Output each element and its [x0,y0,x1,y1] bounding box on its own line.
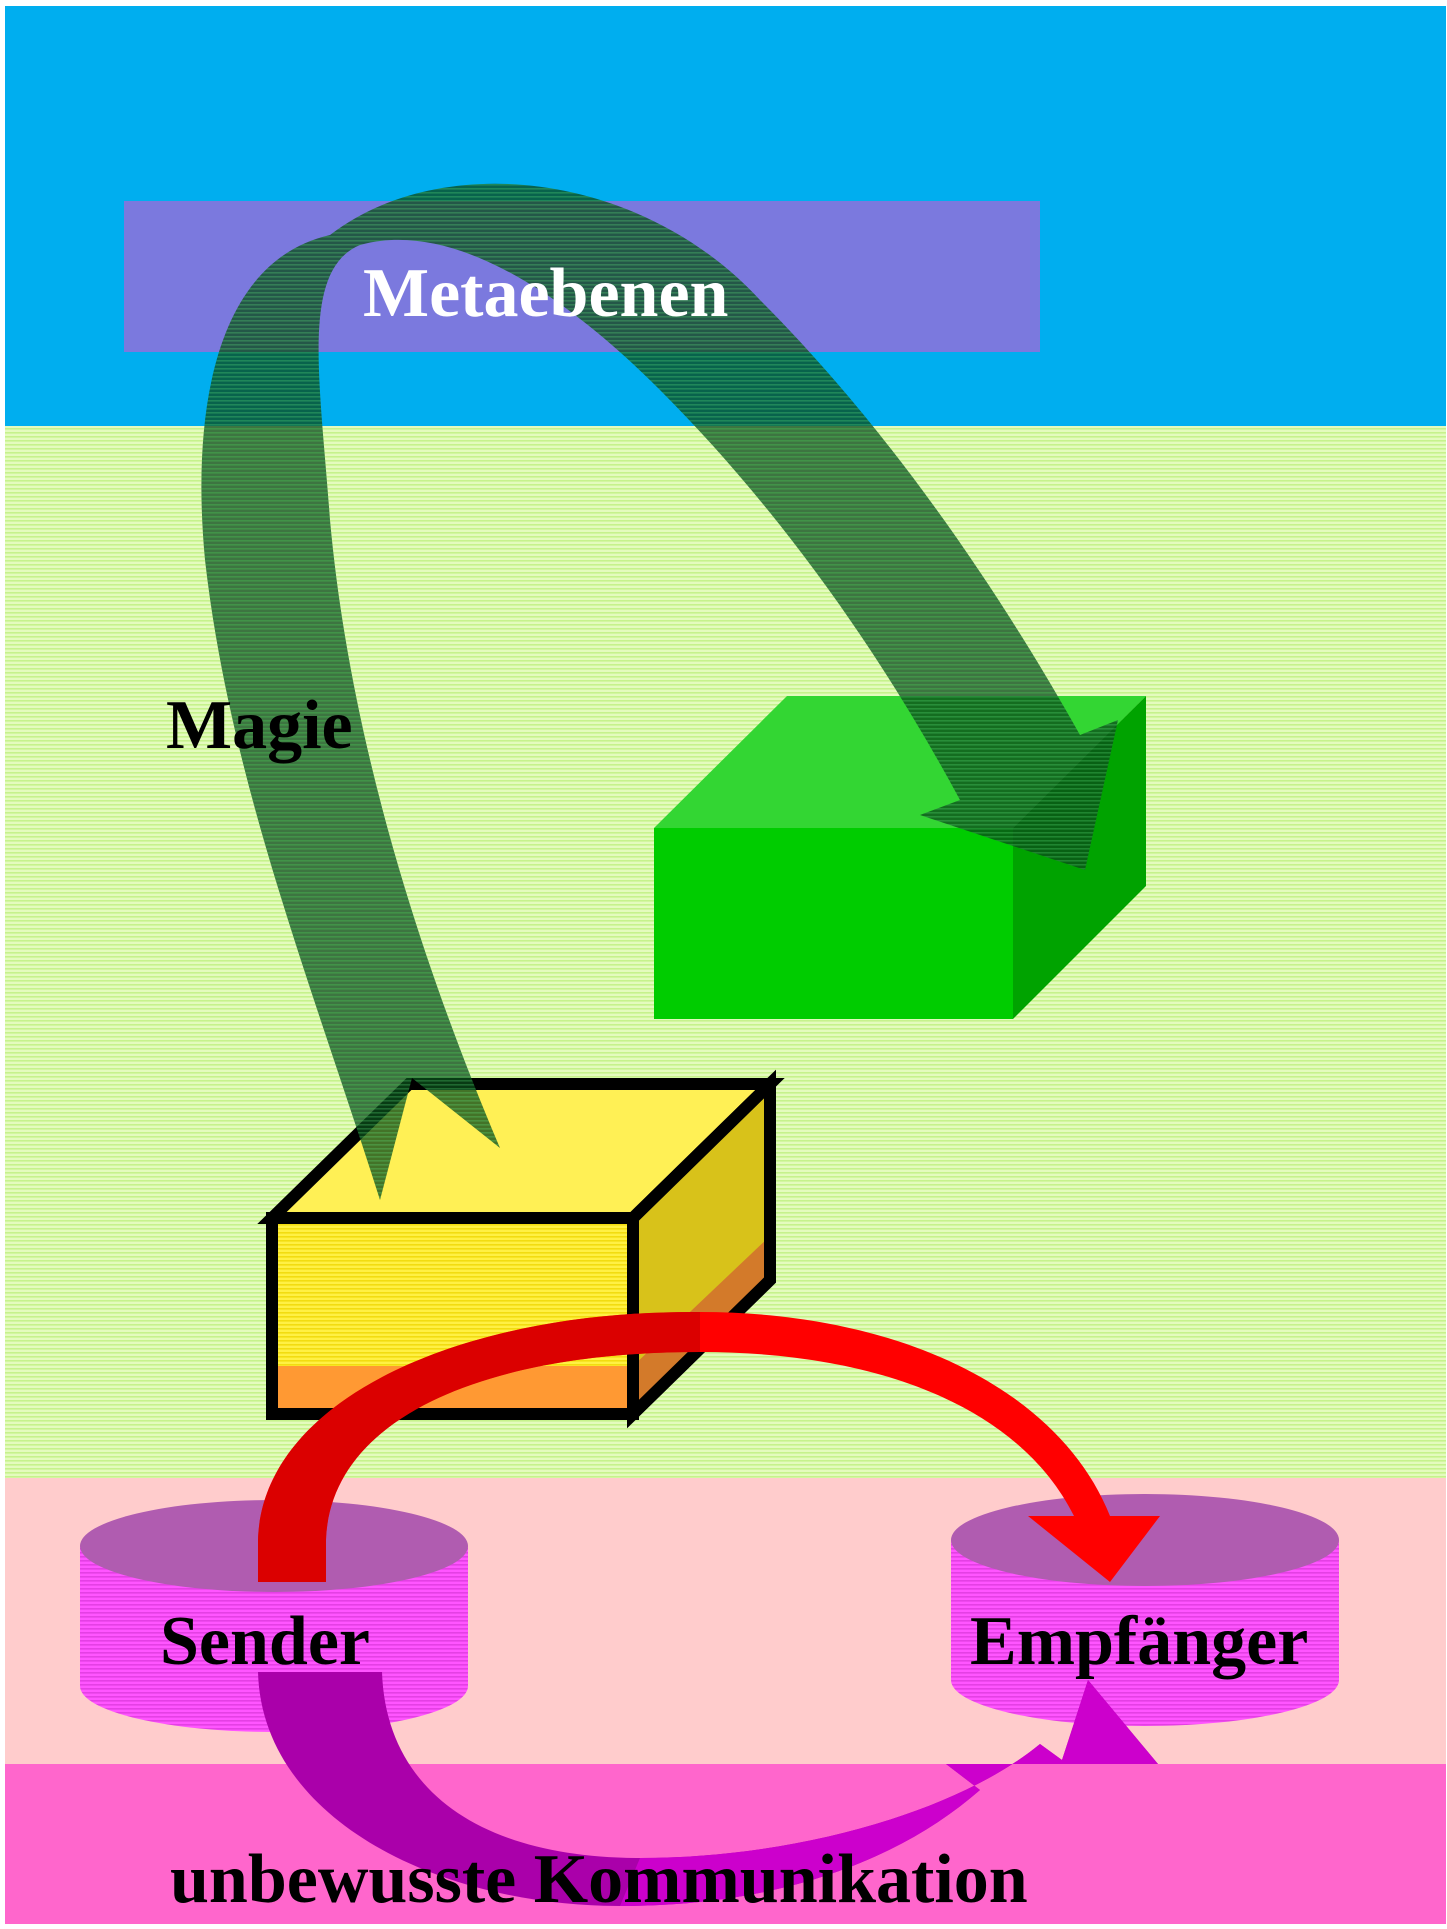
unconscious-arrow [258,1672,1158,1906]
magic-label: Magie [166,687,353,764]
meta-label: Metaebenen [363,255,728,332]
magic-arrow [201,183,1118,1200]
sender-label: Sender [160,1603,370,1680]
receiver-label: Empfänger [970,1603,1308,1680]
receiver-cylinder-top [951,1494,1339,1586]
receiver-cylinder [951,1494,1339,1726]
magic-arrow-body [201,183,1118,1200]
unconscious-label: unbewusste Kommunikation [170,1841,1028,1918]
unconscious-arrow-light [620,1680,1158,1906]
conscious-arrow-shade [258,1311,700,1582]
green-box-front [654,828,1013,1019]
receiver-cylinder-bottom [951,1634,1339,1726]
sender-cylinder [80,1500,468,1732]
